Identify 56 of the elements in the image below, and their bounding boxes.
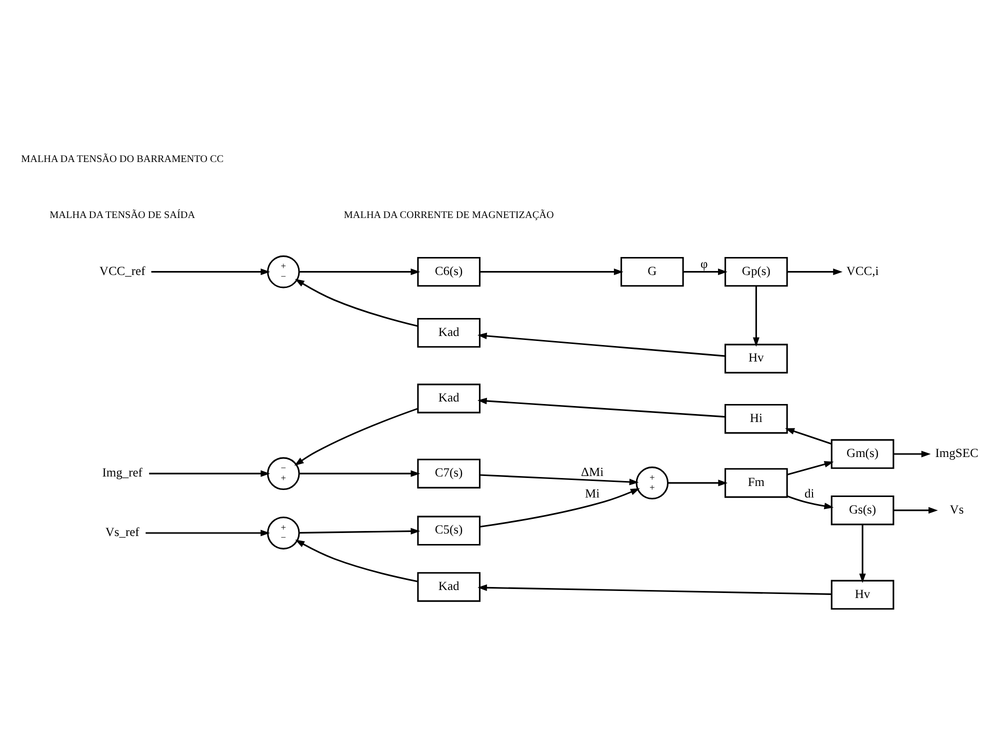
arrow: [151, 268, 270, 275]
node-box: Hi: [724, 403, 788, 434]
node-box: Gp(s): [724, 256, 788, 286]
arrow: [294, 278, 418, 326]
arrow: [149, 470, 270, 476]
arrow: [299, 470, 420, 476]
node-circle: + +: [636, 466, 669, 499]
edge-label: di: [804, 486, 814, 500]
node-box: C7(s): [417, 458, 481, 488]
node-box: Kad: [417, 383, 481, 413]
node-box: Hv: [830, 579, 894, 610]
node-box: G: [620, 256, 684, 286]
arrow: [480, 488, 640, 528]
node-text: Img_ref: [102, 465, 142, 480]
node-box: Kad: [417, 317, 481, 348]
arrow: [477, 332, 726, 356]
arrow: [299, 527, 420, 534]
node-box: Kad: [417, 572, 481, 602]
node-box: Gs(s): [830, 494, 894, 525]
arrow: [785, 428, 832, 444]
node-text: ImgSEC: [935, 446, 978, 460]
node-circle: + −: [267, 254, 300, 288]
arrow: [477, 397, 726, 418]
arrow: [146, 529, 270, 536]
node-box: Gm(s): [830, 438, 894, 468]
arrow: [752, 285, 760, 346]
arrow: [480, 268, 624, 275]
node-box: C5(s): [417, 515, 481, 546]
node-text: VCC_ref: [99, 263, 146, 278]
arrow: [894, 506, 938, 514]
node-circle: − +: [267, 456, 300, 490]
arrow: [787, 460, 834, 475]
node-box: Hv: [724, 343, 788, 373]
label: MALHA DA TENSÃO DO BARRAMENTO CC: [21, 153, 224, 164]
arrow: [294, 407, 418, 466]
arrow: [683, 268, 728, 275]
edge-label: φ: [700, 256, 708, 270]
node-text: Vs_ref: [105, 524, 140, 538]
label: MALHA DA CORRENTE DE MAGNETIZAÇÃO: [344, 210, 554, 221]
arrow: [786, 494, 834, 509]
edge-label: ΔMi: [581, 464, 604, 478]
label: MALHA DA TENSÃO DE SAÍDA: [50, 210, 196, 221]
node-text: VCC,i: [846, 263, 879, 278]
edge-label: Mi: [585, 486, 600, 500]
node-text: Vs: [950, 502, 964, 516]
arrow: [894, 450, 931, 457]
arrow: [478, 584, 832, 594]
node-circle: + −: [267, 516, 300, 549]
arrow: [299, 268, 420, 275]
node-box: Fm: [724, 468, 788, 498]
arrow: [787, 268, 843, 275]
node-box: C6(s): [417, 256, 481, 286]
arrow: [859, 524, 866, 582]
arrow: [295, 539, 418, 582]
arrow: [480, 474, 639, 485]
arrow: [668, 479, 728, 486]
